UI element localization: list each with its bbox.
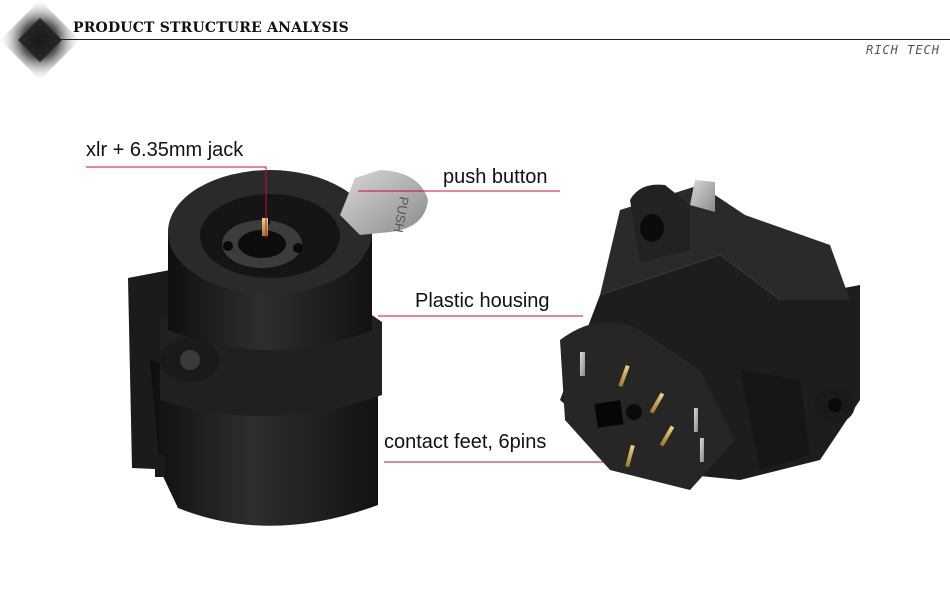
callout-contact-feet: contact feet, 6pins <box>384 431 547 453</box>
diamond-logo-icon <box>0 0 80 80</box>
callout-push-button: push button <box>443 166 548 188</box>
page-title: PRODUCT STRUCTURE ANALYSIS <box>73 20 349 36</box>
header-divider <box>40 39 950 40</box>
callout-xlr-jack: xlr + 6.35mm jack <box>86 139 244 161</box>
callout-plastic-housing: Plastic housing <box>415 290 550 312</box>
svg-text:PUSH: PUSH <box>391 195 412 233</box>
connector-rear-view <box>560 180 860 490</box>
brand-name: RICH TECH <box>865 43 940 57</box>
leader-lines <box>86 166 604 463</box>
connector-front-view: PUSH <box>128 170 428 526</box>
